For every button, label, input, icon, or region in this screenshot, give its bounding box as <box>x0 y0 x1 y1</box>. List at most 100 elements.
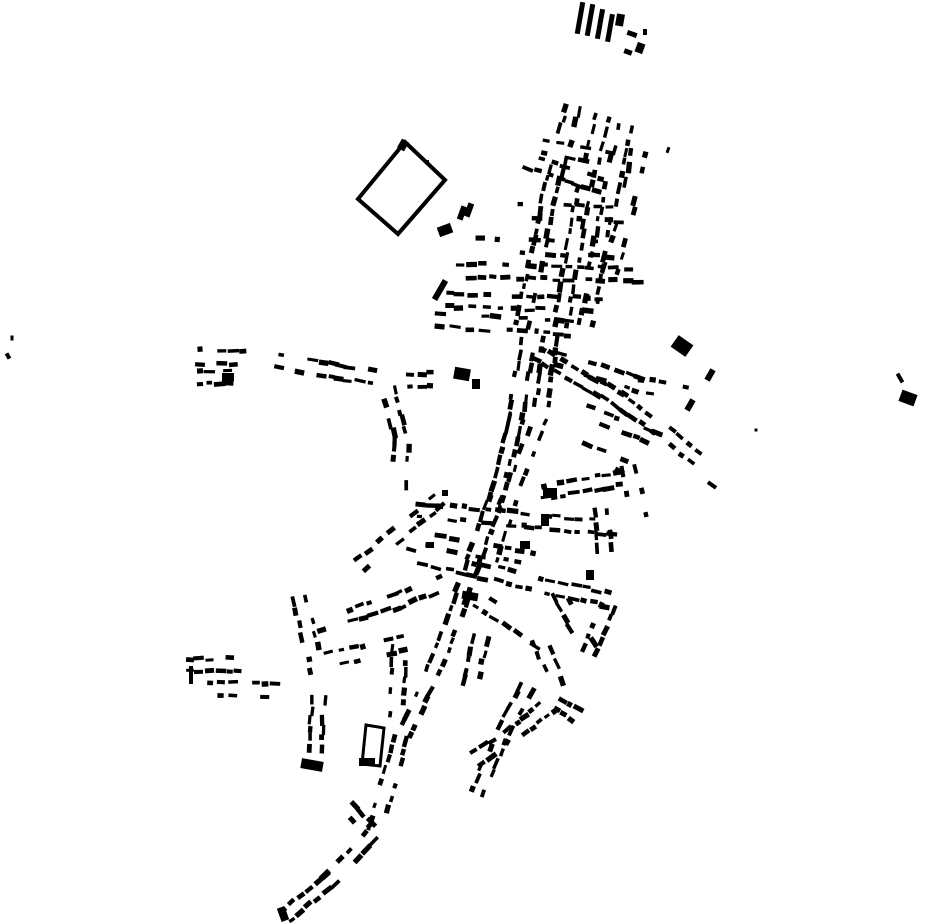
building <box>221 380 234 386</box>
building <box>586 570 594 580</box>
building <box>514 548 525 555</box>
building <box>506 412 513 425</box>
building <box>401 708 412 722</box>
building <box>434 501 446 513</box>
building <box>616 123 621 131</box>
building <box>572 269 579 281</box>
building <box>607 529 614 540</box>
building <box>557 580 569 587</box>
building <box>621 157 627 165</box>
building <box>492 757 500 770</box>
building <box>497 306 504 311</box>
building <box>567 139 575 149</box>
building <box>399 748 407 756</box>
building <box>540 361 550 370</box>
building <box>478 510 485 523</box>
building <box>529 550 537 557</box>
building <box>313 874 326 887</box>
building <box>508 393 514 400</box>
building <box>542 138 550 144</box>
building <box>585 403 597 411</box>
courtyard-outline <box>360 723 386 768</box>
building <box>502 481 510 491</box>
building <box>392 433 398 446</box>
building <box>426 542 434 548</box>
building <box>365 816 378 828</box>
building <box>548 216 554 226</box>
building <box>895 372 905 384</box>
building <box>580 228 587 239</box>
building <box>416 561 429 568</box>
building <box>644 410 653 419</box>
building <box>667 441 677 451</box>
building <box>898 389 918 407</box>
building <box>417 384 428 389</box>
building <box>401 425 408 435</box>
building <box>595 285 602 296</box>
building <box>566 715 576 725</box>
building <box>754 428 758 432</box>
building <box>607 265 619 270</box>
building <box>466 646 474 657</box>
building <box>550 592 559 604</box>
building <box>330 879 341 890</box>
building <box>525 320 533 330</box>
building <box>597 264 604 269</box>
building <box>389 656 394 668</box>
building <box>585 633 591 640</box>
building <box>613 220 624 225</box>
building <box>529 639 536 647</box>
building <box>407 384 413 389</box>
building <box>590 239 599 244</box>
building <box>535 305 546 311</box>
building <box>366 610 379 618</box>
building <box>489 768 496 778</box>
building <box>492 542 503 550</box>
building <box>637 376 645 384</box>
building <box>521 165 534 173</box>
building <box>333 375 344 382</box>
building <box>608 276 618 283</box>
building <box>307 714 312 725</box>
building <box>478 328 491 333</box>
building <box>400 699 407 706</box>
building <box>304 884 314 894</box>
building <box>302 594 309 603</box>
building <box>381 764 388 775</box>
building <box>597 601 605 609</box>
building <box>386 417 393 430</box>
building <box>561 115 568 123</box>
building <box>501 738 508 746</box>
building <box>335 854 345 864</box>
building <box>516 360 521 371</box>
building <box>476 671 484 680</box>
building <box>618 407 629 418</box>
building <box>565 264 573 269</box>
building <box>539 335 546 343</box>
building <box>564 517 575 522</box>
building <box>294 907 306 919</box>
building <box>288 916 296 924</box>
building <box>405 455 409 462</box>
building <box>599 206 605 216</box>
building <box>605 229 611 238</box>
building <box>608 542 614 553</box>
building <box>323 649 334 655</box>
building <box>353 658 362 665</box>
building <box>600 625 610 637</box>
building <box>10 335 14 341</box>
building <box>530 450 537 458</box>
building <box>619 456 630 465</box>
building <box>511 370 518 378</box>
building <box>517 201 523 207</box>
building <box>626 29 638 39</box>
building <box>540 274 548 281</box>
building <box>526 275 537 281</box>
building <box>487 528 495 536</box>
building <box>395 537 405 546</box>
building <box>470 632 477 645</box>
building <box>463 597 471 609</box>
building <box>319 734 325 741</box>
building <box>605 13 615 43</box>
building <box>544 591 551 597</box>
